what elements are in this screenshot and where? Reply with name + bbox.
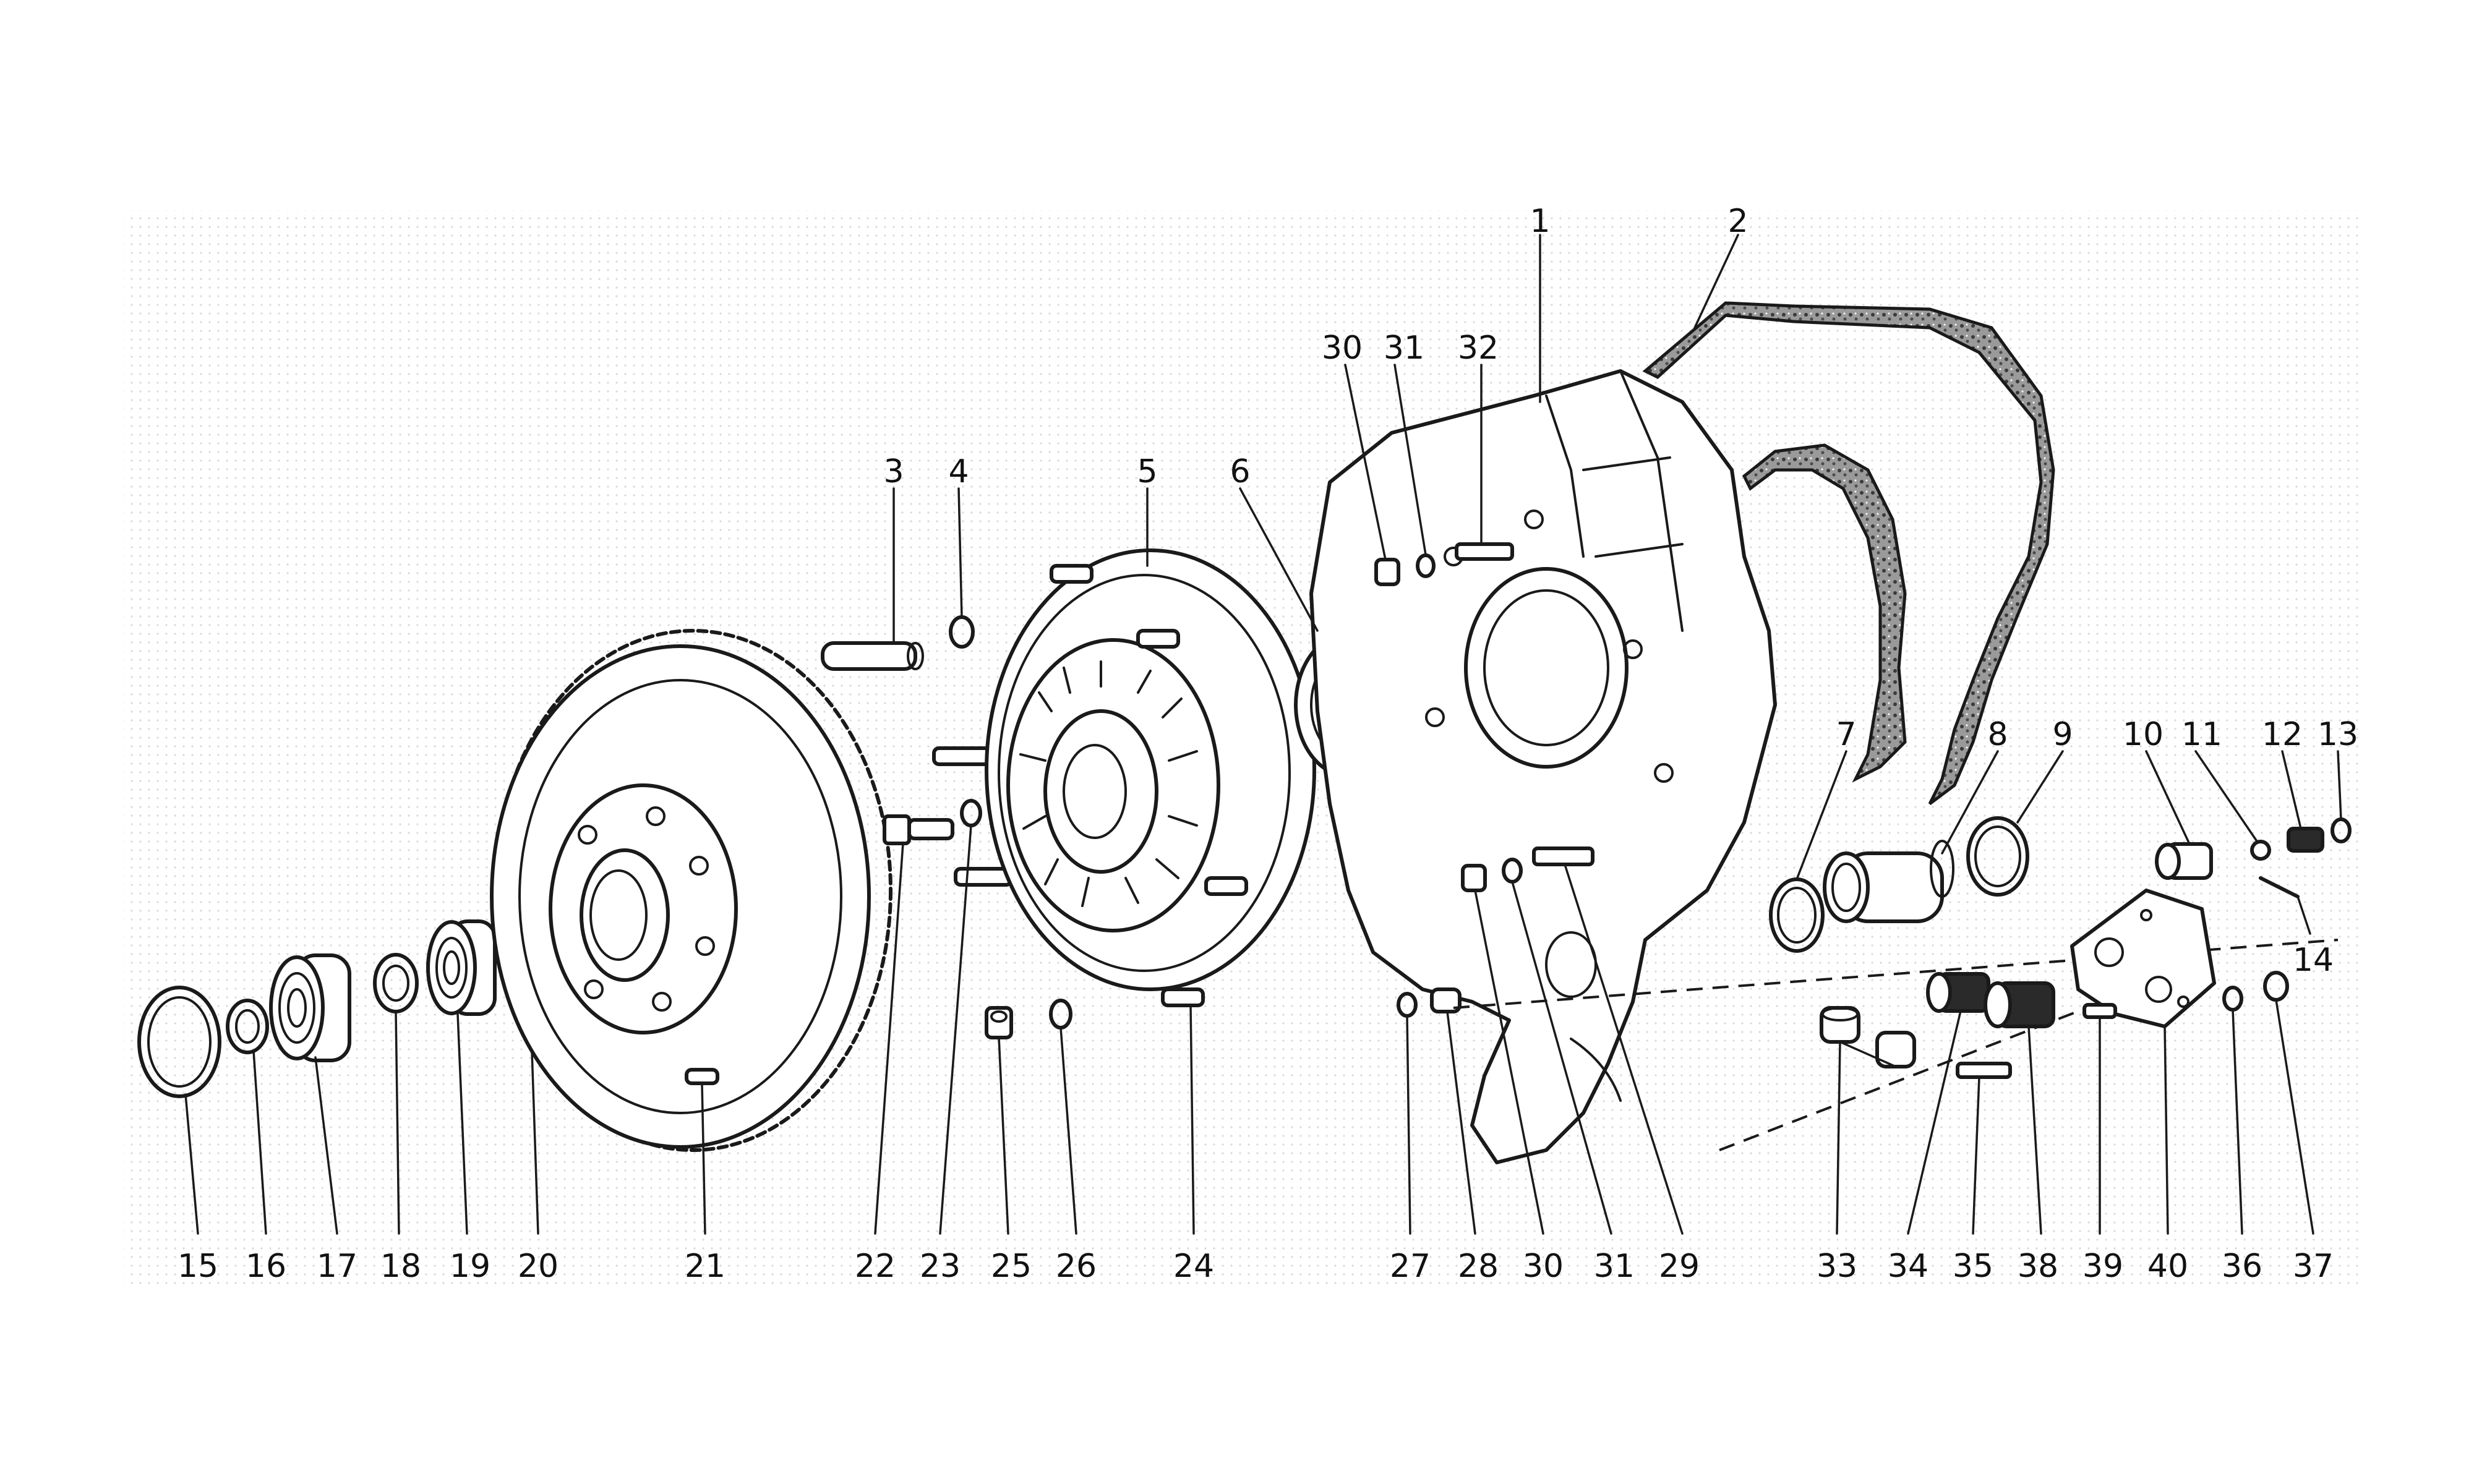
part-10-plug bbox=[2155, 842, 2213, 880]
part-33-bushing bbox=[1820, 1006, 1916, 1068]
label-part-39: 39 bbox=[2082, 1248, 2123, 1285]
label-part-5: 5 bbox=[1137, 453, 1157, 490]
part-labels-bottom: 15 16 17 18 19 20 21 22 23 25 26 24 27 2… bbox=[178, 1248, 2334, 1285]
part-32-stud-upper bbox=[1455, 542, 1514, 561]
label-part-23: 23 bbox=[920, 1248, 961, 1285]
label-part-33: 33 bbox=[1817, 1248, 1857, 1285]
label-part-26: 26 bbox=[1056, 1248, 1097, 1285]
label-part-31-upper: 31 bbox=[1384, 330, 1424, 367]
label-part-25: 25 bbox=[991, 1248, 1032, 1285]
label-part-35: 35 bbox=[1953, 1248, 1993, 1285]
label-part-36: 36 bbox=[2222, 1248, 2262, 1285]
label-part-1: 1 bbox=[1530, 203, 1550, 240]
label-part-9: 9 bbox=[2052, 716, 2073, 753]
label-part-3: 3 bbox=[883, 453, 904, 490]
part-15-circlip bbox=[137, 986, 221, 1098]
part-39-pin bbox=[2082, 1003, 2117, 1019]
label-part-7: 7 bbox=[1836, 716, 1856, 753]
label-part-28: 28 bbox=[1458, 1248, 1499, 1285]
label-part-22: 22 bbox=[855, 1248, 896, 1285]
label-part-16: 16 bbox=[246, 1248, 286, 1285]
part-9-circlip bbox=[1966, 816, 2029, 897]
clutch-fingers bbox=[1019, 660, 1198, 907]
label-part-30-lower: 30 bbox=[1523, 1248, 1564, 1285]
label-part-29: 29 bbox=[1659, 1248, 1700, 1285]
label-part-4: 4 bbox=[948, 453, 969, 490]
part-17-bearing bbox=[269, 953, 351, 1062]
label-part-6: 6 bbox=[1230, 453, 1250, 490]
part-28-pin bbox=[1430, 987, 1462, 1013]
label-part-21: 21 bbox=[685, 1248, 726, 1285]
part-30-nut-upper bbox=[1374, 558, 1400, 586]
part-34-gear bbox=[1926, 972, 1990, 1013]
label-part-14: 14 bbox=[2293, 942, 2334, 979]
part-2-gasket bbox=[1642, 301, 2055, 805]
label-part-2: 2 bbox=[1727, 203, 1748, 240]
part-14-pin bbox=[2259, 876, 2300, 898]
label-part-20: 20 bbox=[518, 1248, 559, 1285]
part-5-clutch-plate bbox=[985, 548, 1316, 1007]
label-part-24: 24 bbox=[1173, 1248, 1214, 1285]
label-part-31-lower: 31 bbox=[1594, 1248, 1635, 1285]
part-38-gear bbox=[1984, 981, 2055, 1028]
part-8-bushing bbox=[1823, 840, 1954, 923]
part-40-cover-plate bbox=[2070, 889, 2216, 1028]
part-35-shaft bbox=[1956, 1062, 2012, 1079]
stud-b bbox=[954, 867, 1013, 887]
part-12-spring bbox=[2287, 827, 2324, 853]
part-30-nut-lower bbox=[1461, 864, 1487, 892]
stud-a bbox=[932, 746, 991, 766]
label-part-37: 37 bbox=[2293, 1248, 2334, 1285]
label-part-18: 18 bbox=[380, 1248, 421, 1285]
label-part-40: 40 bbox=[2147, 1248, 2188, 1285]
label-part-8: 8 bbox=[1987, 716, 2008, 753]
part-11-ball bbox=[2250, 840, 2271, 861]
part-25-nut bbox=[985, 1006, 1013, 1039]
part-20-flywheel bbox=[490, 629, 892, 1152]
label-part-11: 11 bbox=[2181, 716, 2222, 753]
label-part-15: 15 bbox=[178, 1248, 218, 1285]
part-3-pin bbox=[821, 641, 924, 671]
label-part-32: 32 bbox=[1458, 330, 1499, 367]
label-part-19: 19 bbox=[450, 1248, 490, 1285]
label-part-13: 13 bbox=[2318, 716, 2358, 753]
label-part-27: 27 bbox=[1390, 1248, 1431, 1285]
label-part-34: 34 bbox=[1888, 1248, 1928, 1285]
part-22-bolt bbox=[883, 814, 954, 845]
label-part-38: 38 bbox=[2018, 1248, 2058, 1285]
part-1-bellhousing bbox=[1309, 369, 1777, 1164]
label-part-30-upper: 30 bbox=[1322, 330, 1363, 367]
part-29-stud-lower bbox=[1532, 846, 1594, 866]
part-19-bearing bbox=[426, 919, 497, 1016]
label-part-12: 12 bbox=[2262, 716, 2303, 753]
part-16-washer bbox=[226, 999, 269, 1054]
label-part-17: 17 bbox=[317, 1248, 357, 1285]
label-part-10: 10 bbox=[2123, 716, 2164, 753]
leader-lines bbox=[184, 234, 2342, 1235]
part-labels-top: 1 2 3 4 5 6 7 8 9 10 11 12 13 30 31 32 1… bbox=[883, 203, 2358, 979]
